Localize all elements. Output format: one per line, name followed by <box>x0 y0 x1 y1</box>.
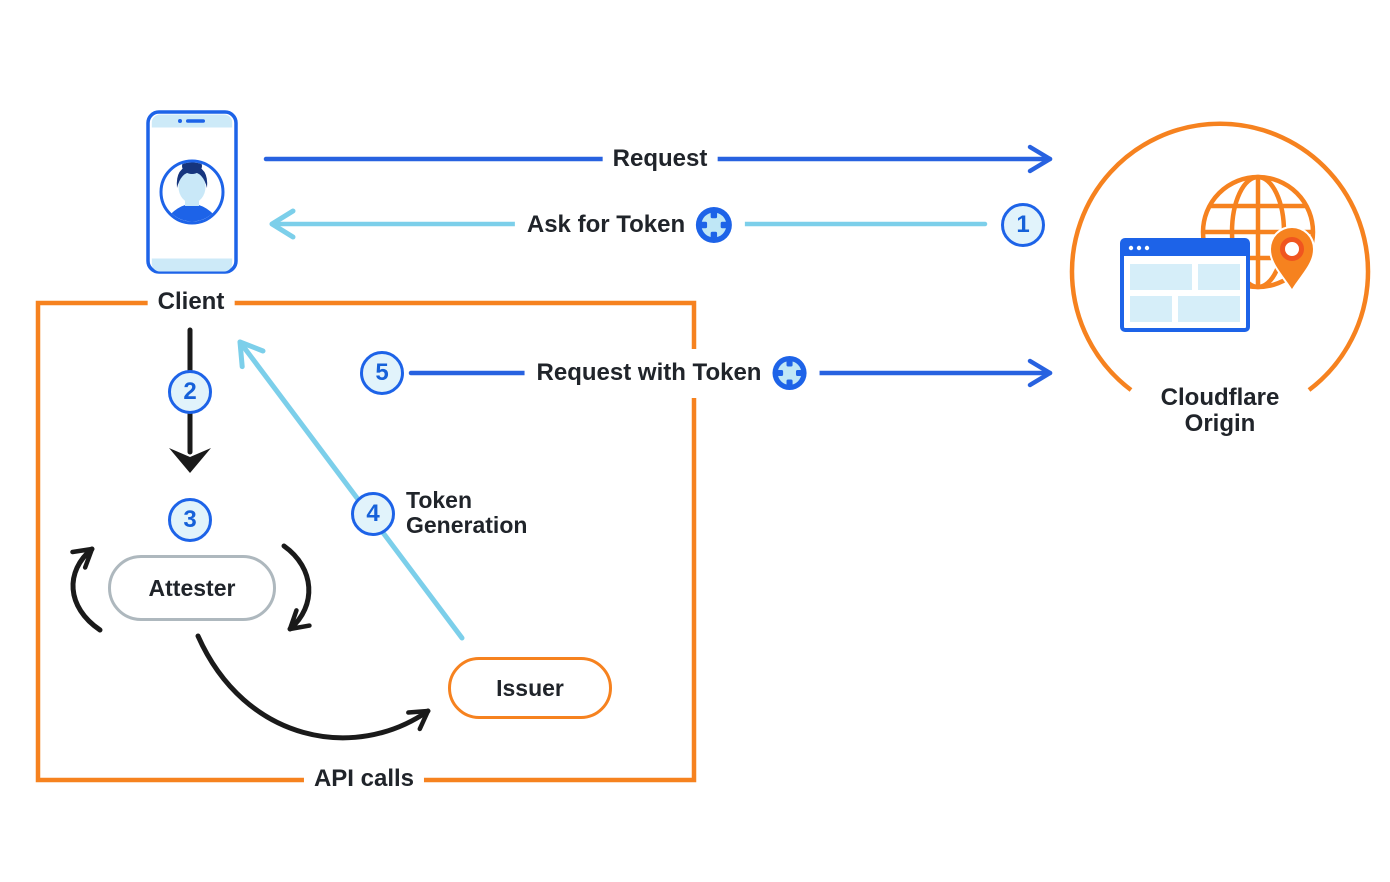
location-pin-icon <box>1268 226 1316 293</box>
token-generation-arrow <box>237 339 465 641</box>
user-avatar-icon <box>159 159 225 225</box>
attester-loop-left-arrow <box>70 546 103 633</box>
ask-for-token-text: Ask for Token <box>526 210 686 238</box>
step-badge-3: 3 <box>168 498 212 542</box>
attester-node: Attester <box>108 555 276 621</box>
cloudflare-origin-label: Cloudflare Origin <box>1160 384 1280 437</box>
browser-window-icon <box>1120 238 1250 332</box>
client-phone-icon <box>146 110 238 274</box>
client-label: Client <box>147 287 235 317</box>
api-calls-label: API calls <box>303 764 425 794</box>
request-label: Request <box>602 144 718 174</box>
step-badge-1: 1 <box>1001 203 1045 247</box>
cloudflare-origin-icon <box>1069 121 1371 392</box>
step-badge-4: 4 <box>351 492 395 536</box>
issuer-node: Issuer <box>448 657 612 719</box>
token-icon <box>696 207 733 243</box>
origin-circle <box>1069 121 1371 392</box>
step-badge-5: 5 <box>360 351 404 395</box>
attester-to-issuer-arrow <box>195 633 431 741</box>
request-with-token-label: Request with Token <box>524 353 820 393</box>
ask-for-token-label: Ask for Token <box>514 204 746 246</box>
request-with-token-text: Request with Token <box>536 358 762 386</box>
token-icon <box>772 355 807 391</box>
token-generation-label: Token Generation <box>406 487 528 538</box>
step-badge-2: 2 <box>168 370 212 414</box>
attester-loop-right-arrow <box>281 543 312 632</box>
